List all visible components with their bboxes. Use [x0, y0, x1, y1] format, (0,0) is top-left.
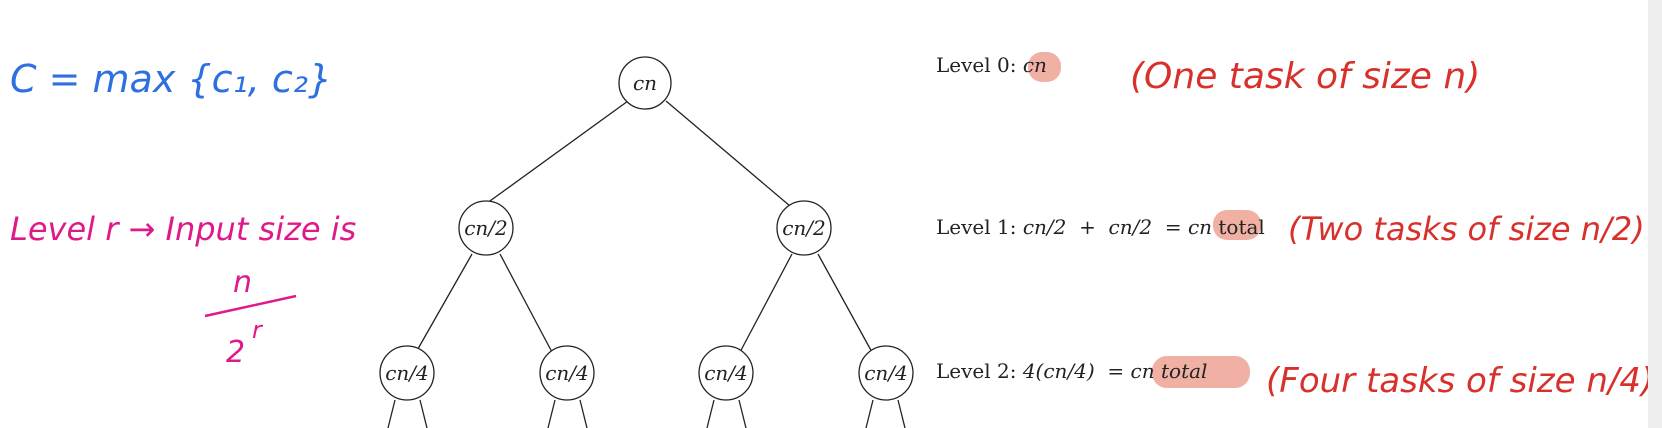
handwritten-note-level0: (One task of size n) — [1130, 56, 1480, 97]
edge-root-left — [482, 100, 629, 207]
level-1-text: Level 1: cn/2 + cn/2 = cn total — [936, 215, 1265, 239]
edge-stub — [387, 399, 396, 428]
tree-node-level2 — [379, 345, 435, 401]
tree-node-level2-label: cn/4 — [864, 361, 908, 385]
handwritten-c-definition: C = max {c₁, c₂} — [10, 57, 332, 101]
tree-node-level2 — [698, 345, 754, 401]
edge-stub — [579, 399, 588, 428]
edge-stub — [547, 399, 556, 428]
tree-edges — [387, 100, 906, 428]
handwritten-level-r: Level r → Input size is — [10, 210, 356, 248]
tree-node-level1 — [776, 200, 832, 256]
tree-node-level2 — [539, 345, 595, 401]
handwritten-fraction-bar — [204, 294, 297, 318]
edge-l1a-l2b — [499, 253, 554, 355]
tree-node-level1 — [458, 200, 514, 256]
edge-stub — [419, 399, 428, 428]
tree-node-root-label: cn — [633, 71, 657, 95]
highlights — [1028, 52, 1261, 388]
edge-stub — [706, 399, 715, 428]
edge-l1a-l2a — [414, 253, 473, 355]
tree-node-root — [618, 56, 672, 110]
highlight-level1 — [1213, 210, 1261, 240]
edge-l1b-l2d — [817, 253, 874, 355]
level-0-text: Level 0: cn — [936, 53, 1047, 77]
level-2-text: Level 2: 4(cn/4) = cn total — [936, 359, 1207, 383]
tree-node-level2 — [858, 345, 914, 401]
edge-stub — [897, 399, 906, 428]
right-edge-strip — [1648, 0, 1662, 428]
handwritten-note-level2: (Four tasks of size n/4) — [1266, 361, 1654, 401]
edge-root-right — [665, 100, 791, 207]
handwritten-note-level1: (Two tasks of size n/2) — [1288, 210, 1645, 248]
handwritten-fraction-numerator: n — [233, 265, 252, 300]
highlight-level0 — [1028, 52, 1061, 82]
edge-l1b-l2c — [738, 253, 793, 355]
handwritten-fraction-denominator: 2 — [226, 335, 245, 370]
edge-stub — [738, 399, 747, 428]
tree-node-level2-label: cn/4 — [704, 361, 748, 385]
tree-node-level2-label: cn/4 — [385, 361, 429, 385]
tree-node-level1-label: cn/2 — [782, 216, 826, 240]
tree-node-level1-label: cn/2 — [464, 216, 508, 240]
highlight-level2 — [1152, 356, 1250, 388]
tree-node-level2-label: cn/4 — [545, 361, 589, 385]
edge-stub — [865, 399, 874, 428]
handwritten-fraction-exponent: r — [252, 316, 264, 344]
